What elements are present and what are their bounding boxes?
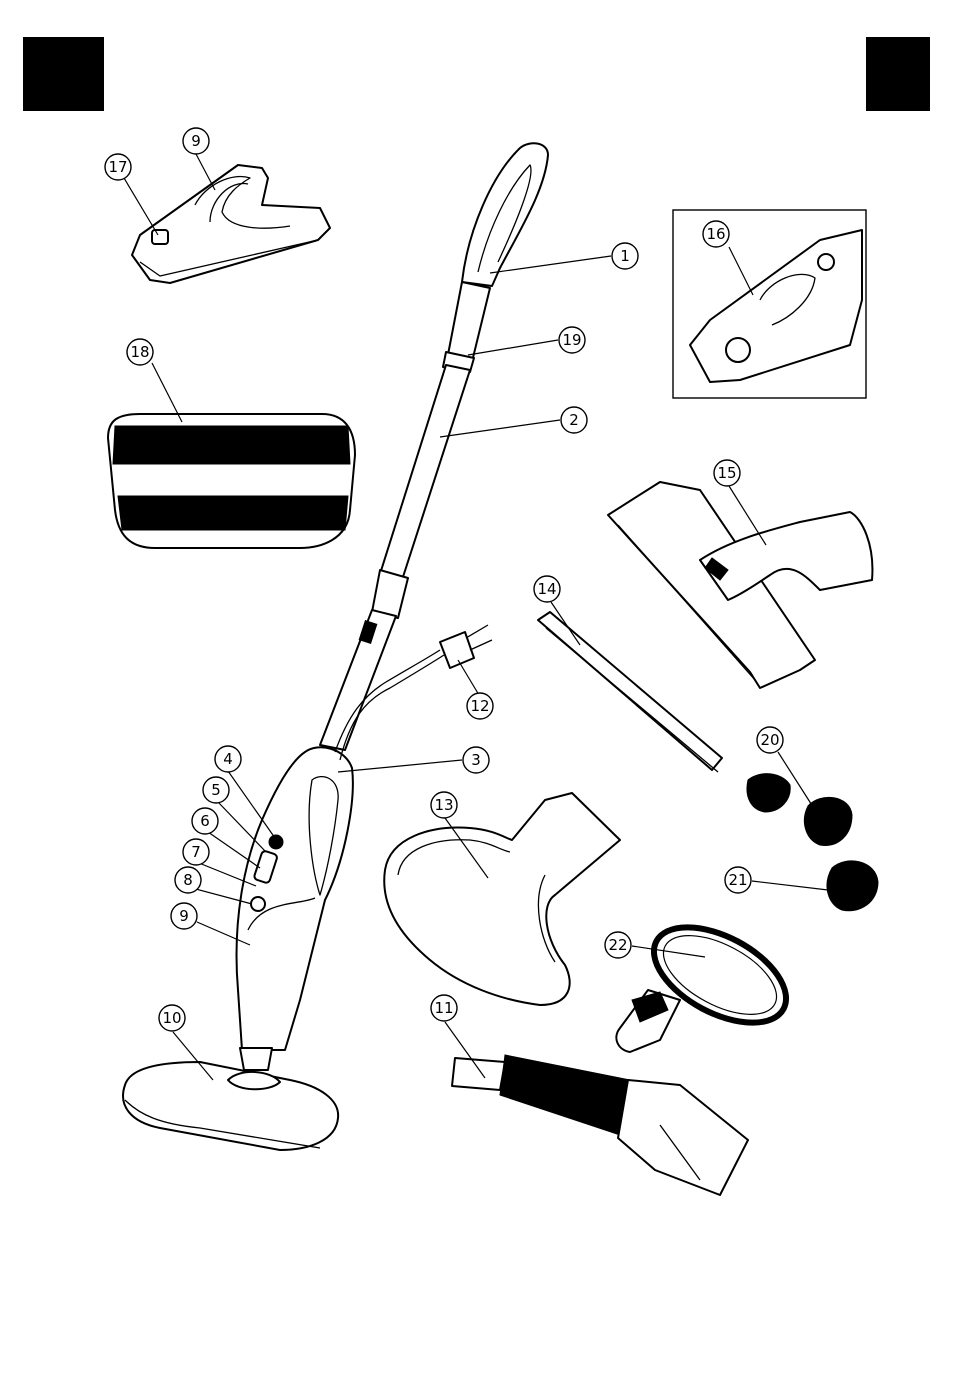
callout-label: 2 (569, 411, 579, 429)
callout-label: 13 (434, 796, 453, 814)
callout-label: 14 (537, 580, 556, 598)
callout-10: 10 (159, 1005, 185, 1031)
callout-9-tank: 9 (183, 128, 209, 154)
callout-label: 7 (191, 843, 201, 861)
callout-2: 2 (561, 407, 587, 433)
callout-label: 6 (200, 812, 210, 830)
callout-11: 11 (431, 995, 457, 1021)
callout-18: 18 (127, 339, 153, 365)
callout-label: 16 (706, 225, 725, 243)
callout-label: 5 (211, 781, 221, 799)
callout-label: 17 (108, 158, 127, 176)
callout-label: 8 (183, 871, 193, 889)
callout-16: 16 (703, 221, 729, 247)
callout-label: 12 (470, 697, 489, 715)
inset-detail (673, 210, 866, 398)
garment-tool-part (384, 793, 620, 1005)
callout-5: 5 (203, 777, 229, 803)
callout-label: 22 (608, 936, 627, 954)
brush-strip-part (538, 612, 722, 772)
callout-label: 1 (620, 247, 630, 265)
callout-3: 3 (463, 747, 489, 773)
callout-6: 6 (192, 808, 218, 834)
callout-label: 20 (760, 731, 779, 749)
callout-label: 4 (223, 750, 233, 768)
callout-label: 9 (191, 132, 201, 150)
callout-label: 11 (434, 999, 453, 1017)
callout-19: 19 (559, 327, 585, 353)
callout-17: 17 (105, 154, 131, 180)
callout-22: 22 (605, 932, 631, 958)
scraper-tool-part (616, 908, 801, 1052)
callout-4: 4 (215, 746, 241, 772)
callout-label: 10 (162, 1009, 181, 1027)
callout-21: 21 (725, 867, 751, 893)
flexible-nozzle-part (452, 1055, 748, 1195)
steam-mop-main (123, 143, 548, 1150)
tank-cap-icon (152, 230, 168, 244)
round-brushes-part (747, 774, 878, 911)
water-tank-part (132, 165, 330, 283)
callout-12: 12 (467, 693, 493, 719)
corner-block-right (866, 37, 930, 111)
corner-block-left (23, 37, 104, 111)
button-4-icon (269, 835, 283, 849)
callout-label: 21 (728, 871, 747, 889)
callout-label: 9 (179, 907, 189, 925)
cleaning-pad-part (108, 414, 355, 548)
callout-label: 15 (717, 464, 736, 482)
callout-7: 7 (183, 839, 209, 865)
callout-label: 3 (471, 751, 481, 769)
callout-label: 18 (130, 343, 149, 361)
callout-20: 20 (757, 727, 783, 753)
button-8-icon (251, 897, 265, 911)
window-tool-part (608, 482, 872, 688)
callout-15: 15 (714, 460, 740, 486)
callout-label: 19 (562, 331, 581, 349)
callout-1: 1 (612, 243, 638, 269)
callout-14: 14 (534, 576, 560, 602)
callout-8: 8 (175, 867, 201, 893)
callout-13: 13 (431, 792, 457, 818)
callout-9-body: 9 (171, 903, 197, 929)
